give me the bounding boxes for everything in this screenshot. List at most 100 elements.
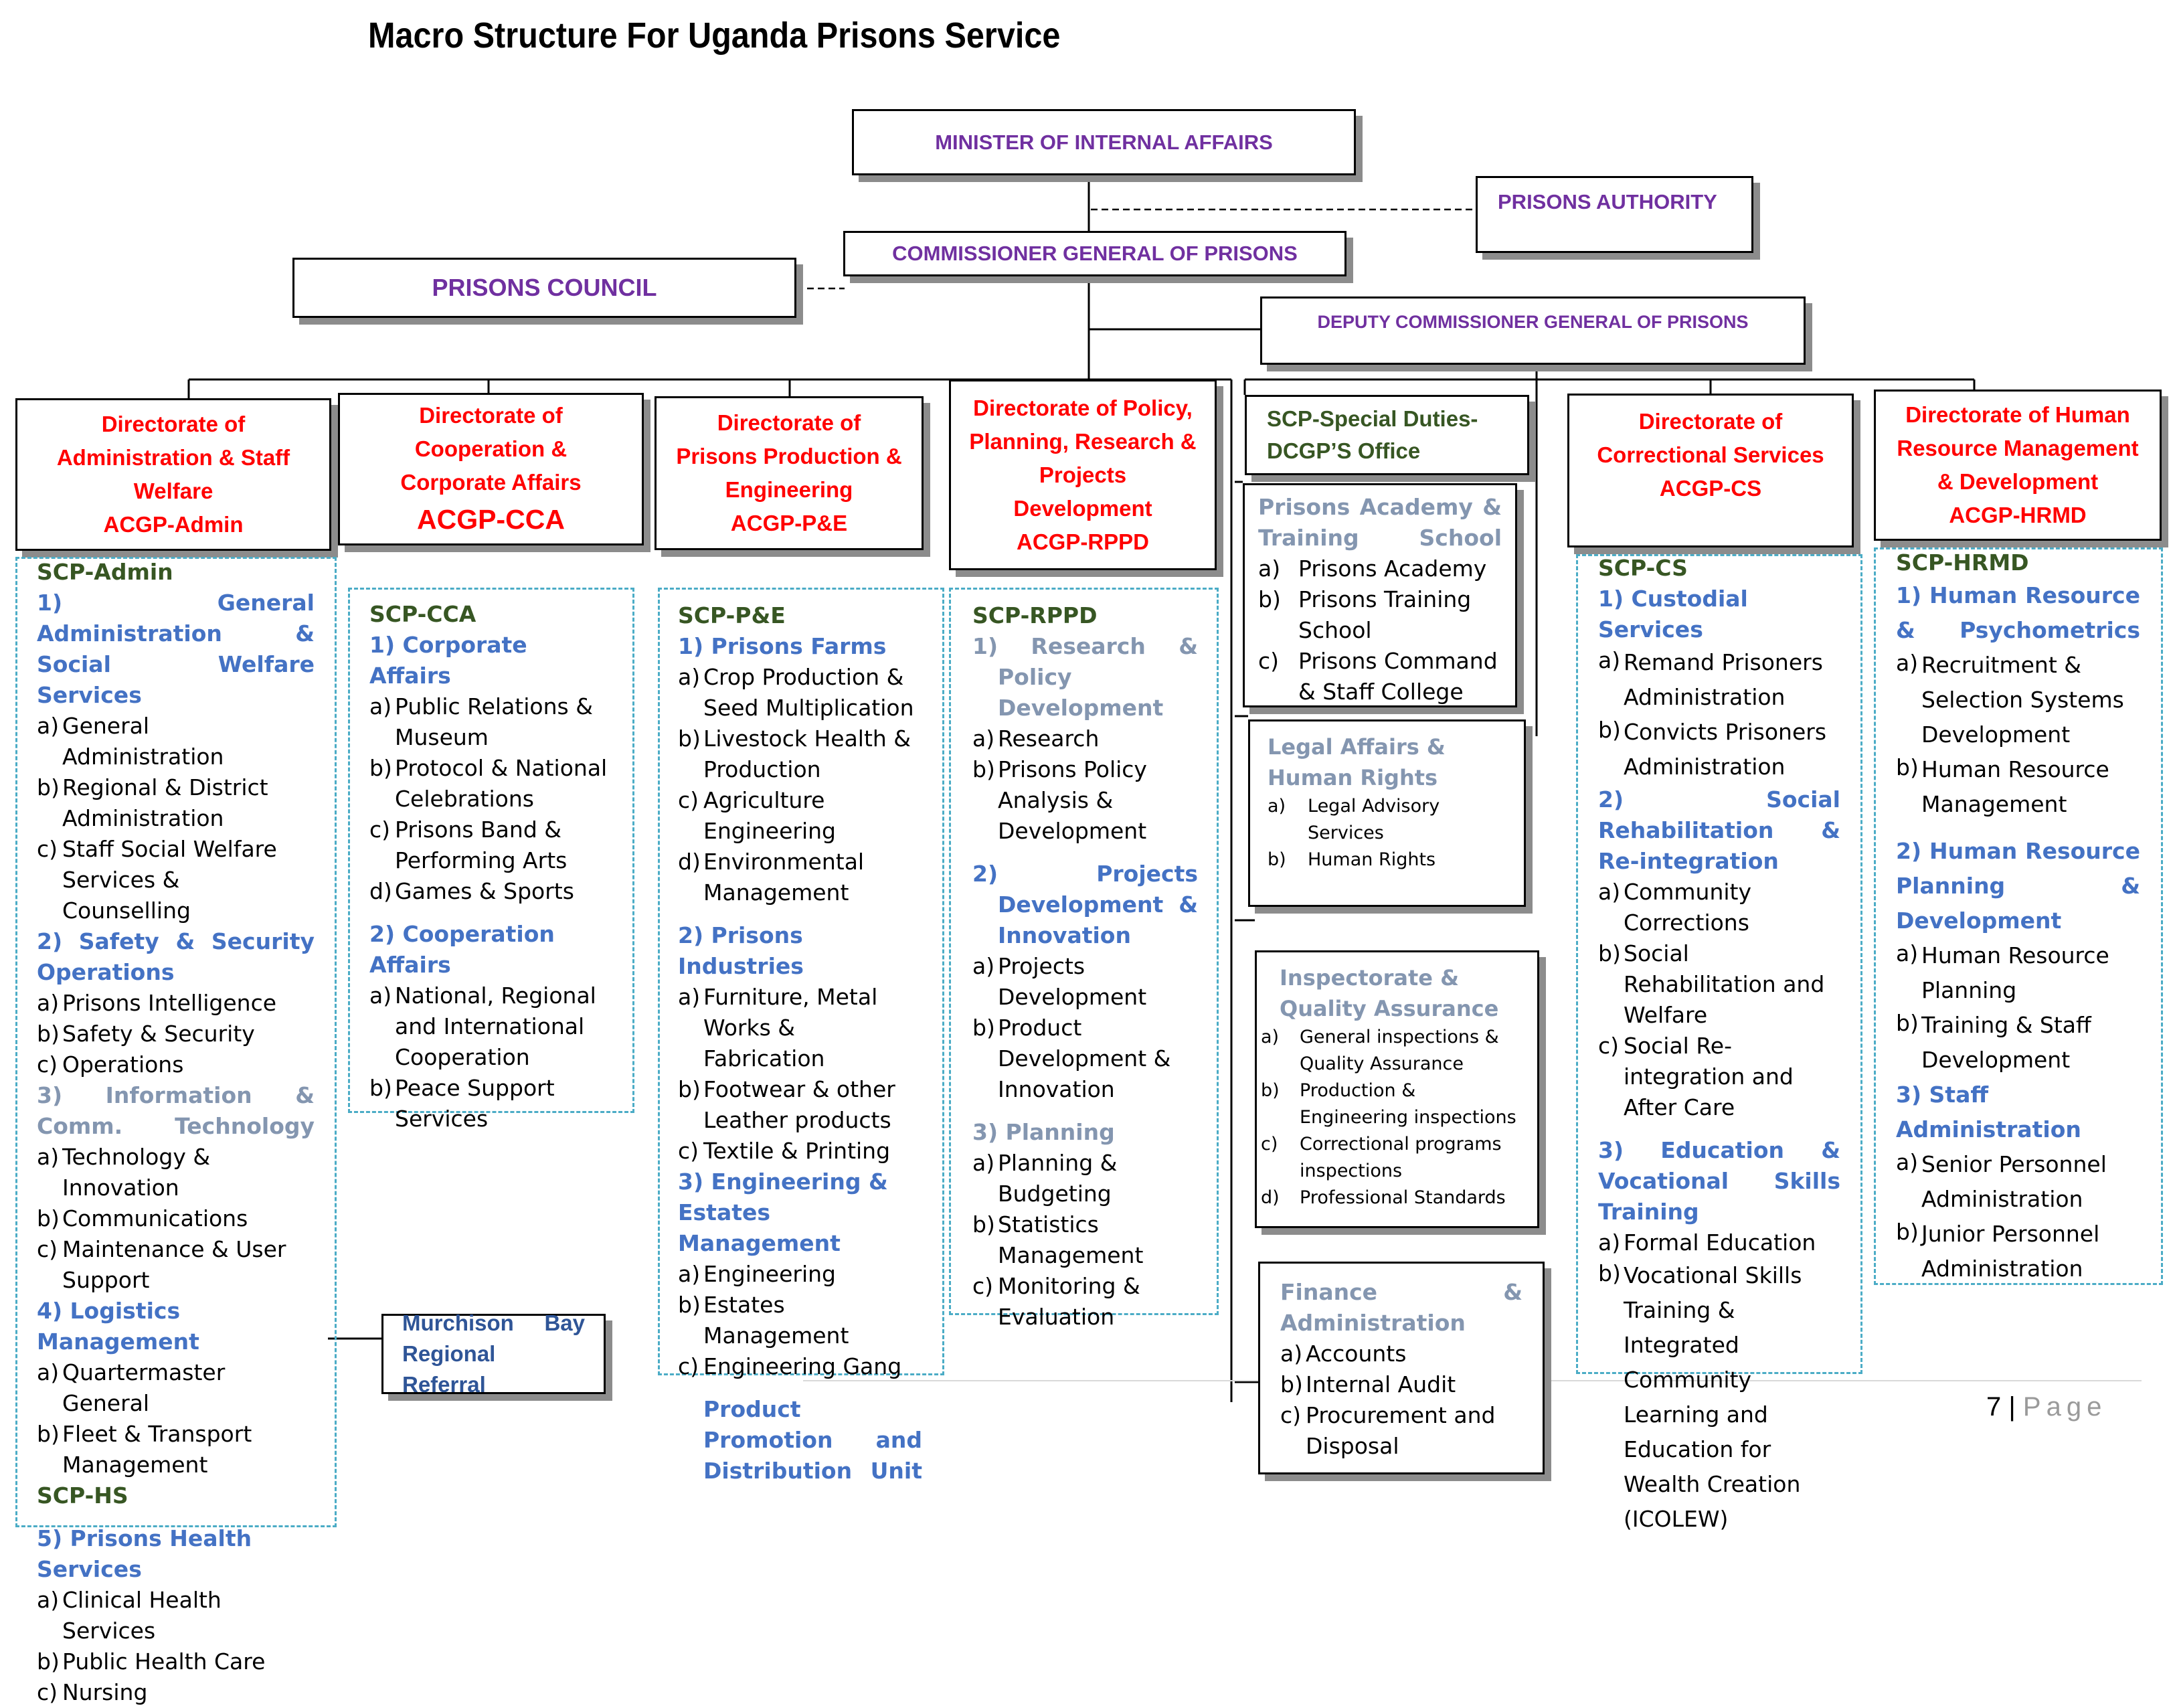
list-item: a)Clinical Health Services bbox=[37, 1587, 222, 1644]
list-item: c)Prisons Command & Staff College bbox=[1258, 648, 1498, 705]
admin-units-list: SCP-Admin 1) General Administration & So… bbox=[37, 557, 315, 1708]
directorate-pe-box: Directorate of Prisons Production & Engi… bbox=[655, 396, 924, 550]
list-item: a)Crop Production & Seed Multiplication bbox=[678, 664, 914, 721]
directorate-admin-line: Administration & Staff bbox=[56, 445, 290, 470]
directorate-rppd-box: Directorate of Policy, Planning, Researc… bbox=[949, 379, 1217, 570]
list-item: b)Footwear & other Leather products bbox=[678, 1076, 895, 1133]
list-item: a)Remand Prisoners Administration bbox=[1598, 647, 1823, 710]
list-item: b)Statistics Management bbox=[972, 1211, 1144, 1268]
prisons-authority-box: PRISONS AUTHORITY bbox=[1476, 176, 1753, 253]
list-item: b)Product Development & Innovation bbox=[972, 1015, 1171, 1102]
murchison-bay-box: Murchison Bay Regional Referral bbox=[381, 1310, 606, 1397]
scp-special-duties-box: SCP-Special Duties- DCGP’S Office bbox=[1245, 395, 1529, 475]
list-item: b)Production & Engineering inspections bbox=[1261, 1080, 1516, 1128]
unit-heading: 5) Prisons Health Services bbox=[37, 1525, 252, 1582]
list-item: a)Accounts bbox=[1280, 1341, 1407, 1367]
list-item: b)Communications bbox=[37, 1205, 248, 1231]
list-item: a)Recruitment & Selection Systems Develo… bbox=[1896, 650, 2124, 748]
list-item: d)Games & Sports bbox=[369, 878, 574, 904]
directorate-cca-line: Directorate of bbox=[419, 403, 563, 428]
prisons-council-box: PRISONS COUNCIL bbox=[292, 258, 796, 318]
commissioner-general-box: COMMISSIONER GENERAL OF PRISONS bbox=[843, 231, 1346, 276]
commissioner-general-label: COMMISSIONER GENERAL OF PRISONS bbox=[892, 242, 1298, 265]
list-item: a)Public Relations & Museum bbox=[369, 693, 593, 750]
directorate-admin-code: ACGP-Admin bbox=[103, 512, 244, 537]
page-number: 7 | Page bbox=[1986, 1392, 2107, 1422]
list-item: b)Social Rehabilitation and Welfare bbox=[1598, 940, 1825, 1028]
page-label: Page bbox=[2022, 1392, 2107, 1422]
list-item: a)Research bbox=[972, 725, 1100, 752]
directorate-pe-line: Engineering bbox=[725, 477, 853, 502]
admin-units-frame bbox=[15, 557, 337, 1527]
list-item: c)Engineering Gang bbox=[678, 1353, 902, 1379]
deputy-commissioner-label: DEPUTY COMMISSIONER GENERAL OF PRISONS bbox=[1317, 312, 1749, 332]
scp-label: SCP-CCA bbox=[369, 601, 476, 627]
hrmd-units-frame bbox=[1874, 547, 2163, 1285]
list-item: c)Prisons Band & Performing Arts bbox=[369, 817, 568, 873]
directorate-pe-line: Prisons Production & bbox=[676, 444, 902, 468]
unit-heading: 4) Logistics Management bbox=[37, 1298, 199, 1355]
scp-label: SCP-CS bbox=[1598, 555, 1688, 581]
directorate-cs-code: ACGP-CS bbox=[1659, 476, 1762, 501]
cs-units-list: SCP-CS 1) Custodial Services a)Remand Pr… bbox=[1598, 553, 1840, 1537]
prisons-council-label: PRISONS COUNCIL bbox=[432, 274, 657, 301]
directorate-cs-line: Correctional Services bbox=[1597, 442, 1824, 467]
directorate-cs-box: Directorate of Correctional Services ACG… bbox=[1567, 394, 1854, 547]
list-item: c)Textile & Printing bbox=[678, 1138, 891, 1164]
list-item: a)Prisons Intelligence bbox=[37, 990, 277, 1016]
unit-heading: 3) Information & Comm. Technology bbox=[37, 1082, 315, 1139]
list-item: a)Furniture, Metal Works & Fabrication bbox=[678, 984, 878, 1072]
unit-heading: Inspectorate & Quality Assurance bbox=[1280, 965, 1499, 1021]
list-item: c)Social Re-integration and After Care bbox=[1598, 1033, 1794, 1120]
list-item: b)Training & Staff Development bbox=[1896, 1010, 2091, 1073]
list-item: a)Formal Education bbox=[1598, 1229, 1816, 1256]
minister-box: MINISTER OF INTERNAL AFFAIRS bbox=[852, 109, 1356, 175]
unit-heading: 1) Prisons Farms bbox=[678, 633, 887, 659]
directorate-pe-code: ACGP-P&E bbox=[730, 511, 848, 535]
scp-special-duties-line: DCGP’S Office bbox=[1267, 438, 1421, 463]
unit-heading: 1) Custodial Services bbox=[1598, 586, 1748, 643]
list-item: c)Monitoring & Evaluation bbox=[972, 1273, 1140, 1330]
directorate-cca-box: Directorate of Cooperation & Corporate A… bbox=[338, 393, 644, 545]
directorate-rppd-line: Projects bbox=[1039, 462, 1127, 487]
list-item: b)Vocational Skills Training & Integrate… bbox=[1598, 1260, 1802, 1532]
list-item: d)Professional Standards bbox=[1261, 1187, 1506, 1208]
list-item: c)Staff Social Welfare Services & Counse… bbox=[37, 836, 277, 924]
directorate-rppd-code: ACGP-RPPD bbox=[1016, 529, 1150, 554]
list-item: a)Technology & Innovation bbox=[37, 1144, 211, 1201]
unit-heading: 3) Planning bbox=[972, 1119, 1115, 1145]
list-item: c)Procurement and Disposal bbox=[1280, 1402, 1496, 1459]
prisons-authority-label: PRISONS AUTHORITY bbox=[1498, 190, 1717, 214]
directorate-cca-line: Cooperation & bbox=[414, 436, 568, 461]
directorate-cca-line: Corporate Affairs bbox=[400, 470, 582, 495]
list-item: b)Public Health Care bbox=[37, 1648, 266, 1675]
directorate-admin-line: Directorate of bbox=[101, 412, 246, 436]
page-separator: | bbox=[2008, 1392, 2016, 1422]
list-item: a)Quartermaster General bbox=[37, 1359, 226, 1416]
unit-heading: 2) Prisons Industries bbox=[678, 922, 804, 979]
pe-units-frame bbox=[658, 588, 944, 1375]
scp-label: SCP-P&E bbox=[678, 602, 786, 628]
pe-units-list: SCP-P&E 1) Prisons Farms a)Crop Producti… bbox=[678, 600, 922, 1486]
unit-heading: Legal Affairs & Human Rights bbox=[1268, 734, 1446, 790]
murchison-bay-label: Murchison Bay Regional Referral bbox=[402, 1310, 585, 1397]
directorate-admin-line: Welfare bbox=[133, 479, 213, 503]
cca-units-frame bbox=[348, 588, 634, 1113]
unit-heading: 1) Corporate Affairs bbox=[369, 632, 527, 689]
list-item: a)Planning & Budgeting bbox=[972, 1150, 1118, 1207]
directorate-hrmd-box: Directorate of Human Resource Management… bbox=[1874, 390, 2162, 541]
list-item: c)Operations bbox=[37, 1051, 184, 1078]
unit-heading: 2) Projects Development & Innovation bbox=[972, 861, 1198, 948]
list-item: c)Correctional programs inspections bbox=[1261, 1134, 1502, 1181]
unit-heading: 3) Staff Administration bbox=[1896, 1082, 2081, 1142]
hrmd-units-list: SCP-HRMD 1) Human Resource & Psychometri… bbox=[1896, 547, 2140, 1286]
finance-admin-box: Finance & Administration a)Accounts b)In… bbox=[1258, 1262, 1545, 1474]
unit-heading: Prisons Academy & Training School bbox=[1258, 494, 1502, 551]
unit-heading: 2) Safety & Security Operations bbox=[37, 928, 315, 985]
directorate-cca-code: ACGP-CCA bbox=[417, 504, 565, 535]
list-item: b)Human Rights bbox=[1268, 849, 1436, 870]
directorate-rppd-line: Directorate of Policy, bbox=[973, 395, 1193, 420]
directorate-hrmd-code: ACGP-HRMD bbox=[1949, 503, 2087, 527]
unit-heading: Product Promotion and Distribution Unit bbox=[703, 1396, 922, 1484]
directorate-cs-line: Directorate of bbox=[1638, 409, 1783, 434]
